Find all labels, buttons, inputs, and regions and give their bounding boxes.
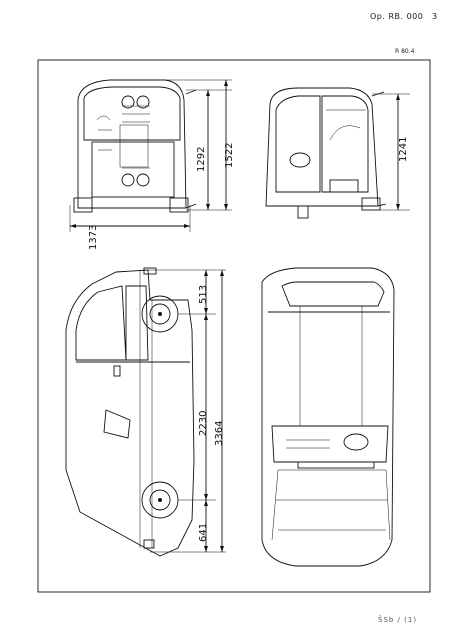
dim-rear-height: 1241 xyxy=(398,137,409,162)
dim-front-width: 1373 xyxy=(88,225,99,250)
dim-wheelbase: 2230 xyxy=(198,411,209,436)
dim-overall-length: 3364 xyxy=(214,421,225,446)
side-view-car xyxy=(65,267,195,557)
page-reference: Op. RB. 000 xyxy=(370,12,424,21)
rear-view-dimension-lines xyxy=(372,93,410,211)
dim-rear-overhang: 641 xyxy=(198,523,209,542)
footer-code: ŠSb / (1) xyxy=(378,616,418,624)
figure-code: R 80.4 xyxy=(395,48,415,55)
drawing-frame xyxy=(37,59,431,593)
dim-front-height: 1292 xyxy=(196,147,207,172)
front-view-car xyxy=(73,79,197,213)
side-view-dimension-lines xyxy=(148,269,226,553)
top-view-car xyxy=(261,267,395,567)
page-number: 3 xyxy=(432,12,438,21)
front-view-dimension-lines xyxy=(69,79,232,232)
dim-front-overhang: 513 xyxy=(198,285,209,304)
rear-view-car xyxy=(265,87,387,219)
dim-front-overall-height: 1522 xyxy=(224,143,235,168)
